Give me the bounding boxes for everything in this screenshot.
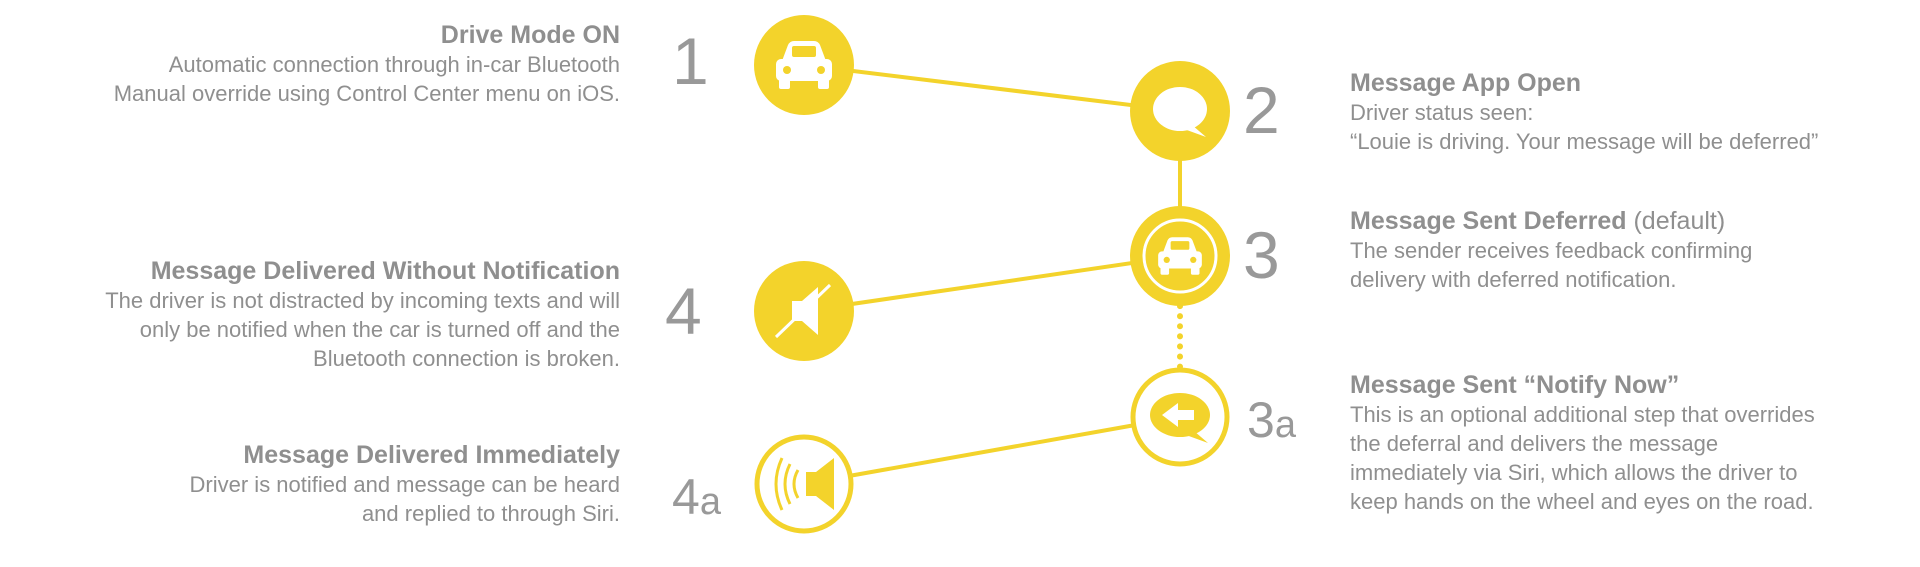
- step-3a-line-1: This is an optional additional step that…: [1350, 402, 1815, 427]
- step-number-3a: 3a: [1247, 392, 1296, 448]
- step-3-title-suffix: (default): [1626, 207, 1726, 235]
- step-3-title: Message Sent Deferred (default): [1350, 207, 1726, 235]
- node-3a: [1130, 367, 1230, 467]
- car-badge-icon: [1158, 237, 1202, 275]
- step-4-text: Message Delivered Without Notification T…: [105, 256, 620, 373]
- step-number-4: 4: [665, 274, 702, 348]
- step-2-line-1: Driver status seen:: [1350, 100, 1534, 125]
- step-4a-title: Message Delivered Immediately: [243, 441, 620, 469]
- step-2-text: Message App Open Driver status seen: “Lo…: [1350, 68, 1818, 156]
- speaker-sound-icon: [774, 457, 834, 511]
- step-4-line-1: The driver is not distracted by incoming…: [105, 288, 620, 313]
- step-3a-title: Message Sent “Notify Now”: [1350, 371, 1680, 399]
- step-number-4a: 4a: [672, 469, 721, 525]
- step-number-1: 1: [672, 24, 709, 98]
- step-2-line-2: “Louie is driving. Your message will be …: [1350, 129, 1819, 154]
- step-number-2: 2: [1243, 73, 1280, 147]
- node-1: [754, 15, 854, 115]
- step-2-title: Message App Open: [1350, 69, 1582, 97]
- step-4-title: Message Delivered Without Notification: [150, 257, 620, 285]
- connector-lines: [803, 63, 1183, 486]
- node-3: [1130, 206, 1230, 306]
- connector-1-2: [803, 63, 1181, 113]
- node-2: [1130, 61, 1230, 161]
- step-3a-line-3: immediately via Siri, which allows the d…: [1350, 460, 1798, 485]
- connector-3a-4a: [803, 415, 1181, 486]
- step-number-3: 3: [1243, 218, 1280, 292]
- node-4: [754, 261, 854, 361]
- node-4a: [754, 434, 854, 534]
- step-1-line-1: Automatic connection through in-car Blue…: [168, 52, 620, 77]
- step-4a-line-1: Driver is notified and message can be he…: [189, 472, 620, 497]
- step-1-text: Drive Mode ON Automatic connection throu…: [114, 20, 620, 108]
- step-3-text: Message Sent Deferred (default) The send…: [1350, 206, 1752, 294]
- car-icon: [776, 41, 832, 89]
- step-3a-line-2: the deferral and delivers the message: [1350, 431, 1719, 456]
- step-3a-text: Message Sent “Notify Now” This is an opt…: [1350, 370, 1815, 516]
- step-1-title: Drive Mode ON: [440, 21, 620, 49]
- step-3-line-2: delivery with deferred notification.: [1350, 267, 1677, 292]
- step-4a-text: Message Delivered Immediately Driver is …: [190, 440, 620, 528]
- speech-bubble-icon: [1153, 87, 1207, 137]
- step-4a-line-2: and replied to through Siri.: [361, 501, 620, 526]
- connector-3-4: [803, 254, 1181, 313]
- step-4-line-3: Bluetooth connection is broken.: [313, 346, 620, 371]
- step-1-line-2: Manual override using Control Center men…: [113, 81, 620, 106]
- step-4-line-2: only be notified when the car is turned …: [139, 317, 620, 342]
- step-3a-line-4: keep hands on the wheel and eyes on the …: [1350, 489, 1814, 514]
- step-3-line-1: The sender receives feedback confirming: [1350, 238, 1753, 263]
- muted-speaker-icon: [774, 283, 832, 339]
- reply-bubble-icon: [1150, 393, 1210, 443]
